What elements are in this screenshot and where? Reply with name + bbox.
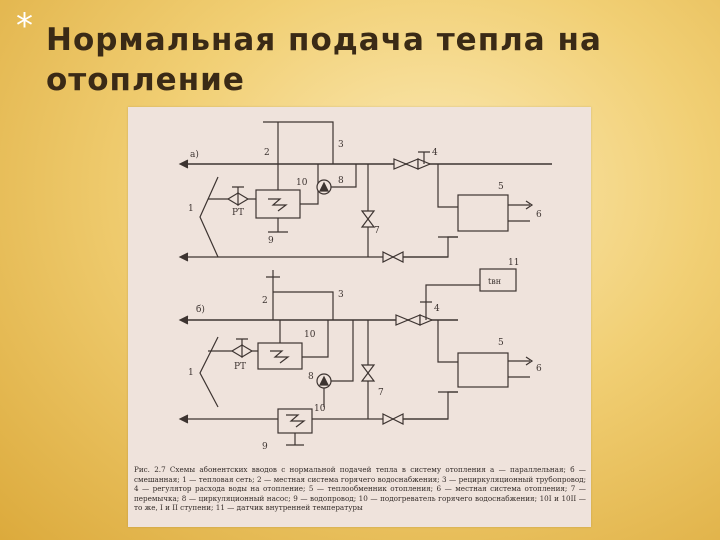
label-11: 11	[508, 258, 519, 268]
scanned-figure: а) б) 1 2 3 4 5 6 7 8 9 10 РТ 1 2 3 4 5 …	[128, 107, 591, 527]
label-8a: 8	[338, 176, 344, 186]
regulator-stem-a	[418, 151, 430, 164]
heater-coil-b2	[286, 414, 306, 428]
heat-network-bracket-a	[199, 176, 219, 258]
label-2a: 2	[264, 148, 270, 158]
heater-links-a	[268, 164, 319, 233]
rt-valve-a	[226, 191, 250, 207]
label-5b: 5	[498, 338, 504, 348]
figure-caption: Рис. 2.7 Схемы абонентских вводов с норм…	[134, 465, 586, 513]
heating-system-lines-b	[508, 356, 534, 378]
label-1b: 1	[188, 368, 194, 378]
slide-title: Нормальная подача тепла на отопление	[46, 22, 602, 98]
return-valve-b	[382, 413, 404, 425]
panel-label-a: а)	[190, 149, 199, 160]
label-4b: 4	[434, 304, 440, 314]
label-10b: 10	[304, 330, 316, 340]
rt-link-b	[208, 338, 258, 352]
to-exchanger-b	[437, 320, 458, 393]
jumper-valve-a	[360, 210, 376, 228]
regulator-a	[393, 158, 419, 170]
recirc-b	[273, 291, 334, 320]
heating-scheme-diagram: а) б) 1 2 3 4 5 6 7 8 9 10 РТ 1 2 3 4 5 …	[178, 121, 552, 452]
pump-triangle-b	[319, 375, 329, 386]
label-4a: 4	[432, 148, 438, 158]
supply-arrow-b	[178, 315, 189, 325]
return-arrow-b	[178, 414, 189, 424]
heater-coil-a	[268, 198, 288, 212]
heat-network-bracket-b	[199, 336, 219, 408]
label-6a: 6	[536, 210, 542, 220]
label-3a: 3	[338, 140, 344, 150]
label-9a: 9	[268, 236, 274, 246]
temp-sensor	[479, 268, 517, 292]
heat-exchanger-a	[457, 194, 509, 232]
dhw-top-b	[266, 270, 280, 278]
label-8b: 8	[308, 372, 314, 382]
label-sensor: tвн	[488, 277, 501, 286]
rt-link-a	[208, 186, 256, 200]
rt-valve-b	[230, 343, 254, 359]
regulator-stem-b	[420, 284, 480, 320]
label-6b: 6	[536, 364, 542, 374]
pump-line-a	[331, 164, 357, 188]
label-7a: 7	[374, 226, 380, 236]
dhw-heater-a	[255, 189, 301, 219]
label-10c: 10	[314, 404, 326, 414]
heat-exchanger-b	[457, 352, 509, 388]
label-9b: 9	[262, 442, 268, 452]
label-rt-b: РТ	[234, 362, 246, 372]
panel-label-b: б)	[196, 304, 205, 315]
jumper-valve-b	[360, 364, 376, 382]
return-valve-a	[382, 251, 404, 263]
label-10a: 10	[296, 178, 308, 188]
bullet-asterisk: *	[16, 6, 33, 46]
dhw-top-a	[263, 121, 334, 164]
pump-line-b	[323, 320, 354, 407]
dhw-heater-b1	[257, 342, 303, 370]
to-exchanger-a	[437, 164, 458, 238]
heating-system-lines-a	[508, 200, 534, 222]
label-7b: 7	[378, 388, 384, 398]
regulator-b	[395, 314, 421, 326]
label-3b: 3	[338, 290, 344, 300]
heater-links-b2	[286, 433, 304, 446]
label-1a: 1	[188, 204, 194, 214]
return-link-a	[403, 236, 458, 258]
pump-triangle-a	[319, 181, 329, 192]
return-arrow-a	[178, 252, 189, 262]
supply-arrow-a	[178, 159, 189, 169]
label-5a: 5	[498, 182, 504, 192]
label-rt-a: РТ	[232, 208, 244, 218]
return-link-b	[403, 391, 458, 420]
heater-coil-b1	[270, 350, 290, 364]
heater-links-b1	[279, 320, 329, 358]
label-2b: 2	[262, 296, 268, 306]
